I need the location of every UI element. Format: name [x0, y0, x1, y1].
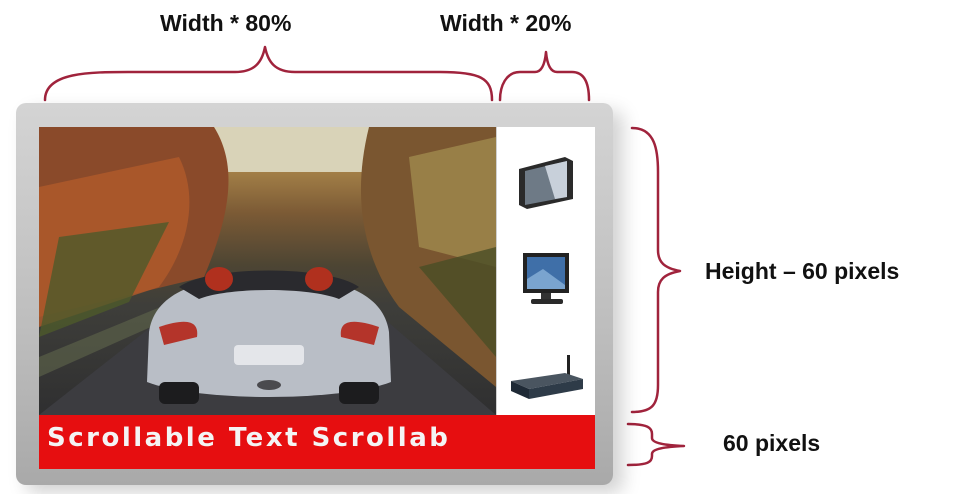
lcd-monitor-icon — [523, 253, 569, 304]
width-20-label: Width * 20% — [440, 10, 572, 36]
flat-panel-display-icon — [519, 157, 573, 209]
scrolling-ticker-bar: Scrollable Text Scrollab — [39, 415, 595, 469]
sidebar-panel — [496, 127, 595, 415]
width-80-label: Width * 80% — [160, 10, 292, 36]
ticker-text: Scrollable Text Scrollab — [47, 423, 451, 453]
height-ticker-label: 60 pixels — [723, 430, 821, 456]
main-video-area — [39, 127, 496, 415]
media-player-router-icon — [511, 355, 583, 399]
signage-screen: Scrollable Text Scrollab — [39, 127, 595, 469]
height-main-label: Height – 60 pixels — [705, 258, 900, 284]
car-photo-icon — [39, 127, 496, 415]
monitor-bezel: Scrollable Text Scrollab — [16, 103, 613, 485]
width-20-brace — [498, 50, 591, 102]
height-ticker-brace — [626, 422, 686, 467]
height-main-brace — [630, 126, 682, 414]
width-80-brace — [43, 45, 494, 102]
